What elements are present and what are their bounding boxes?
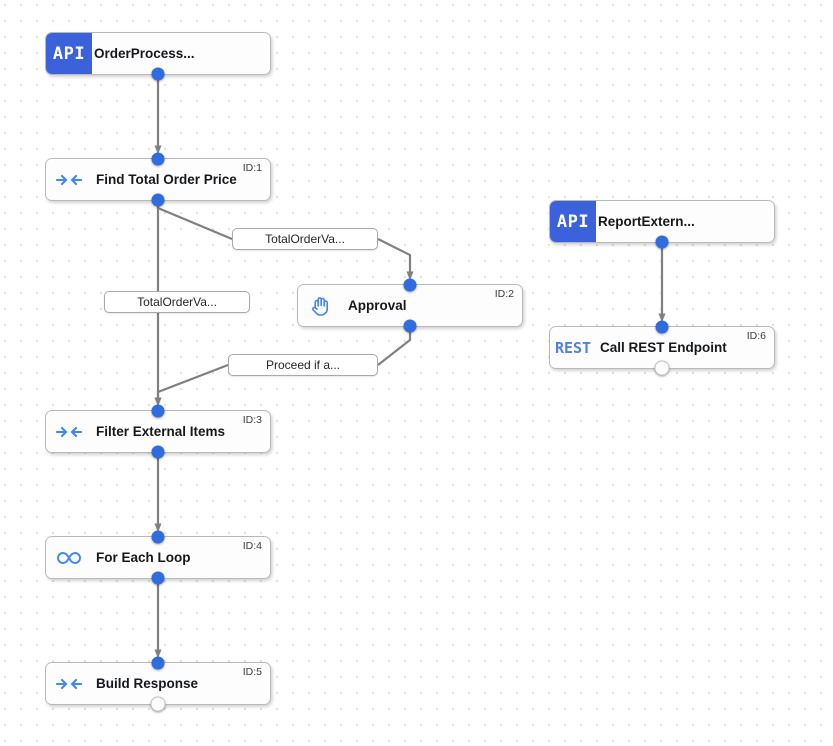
node-title: For Each Loop <box>96 550 191 565</box>
converging-arrows-icon <box>46 676 92 692</box>
edge-find-total-to-approval-seg1 <box>156 201 233 241</box>
node-title: Find Total Order Price <box>96 172 237 187</box>
input-port[interactable] <box>151 530 165 544</box>
edge-approval-to-filter-seg1 <box>377 327 412 366</box>
node-find-total-order-price[interactable]: Find Total Order Price ID:1 <box>45 152 271 207</box>
output-port[interactable] <box>654 360 670 376</box>
input-port[interactable] <box>151 656 165 670</box>
node-id-label: ID:6 <box>746 330 766 342</box>
api-badge-icon: API <box>550 201 596 242</box>
input-port[interactable] <box>151 404 165 418</box>
output-port[interactable] <box>403 319 417 333</box>
edge-approval-to-filter-seg2 <box>154 363 229 407</box>
node-filter-external-items[interactable]: Filter External Items ID:3 <box>45 404 271 459</box>
node-id-label: ID:1 <box>242 162 262 174</box>
infinity-icon <box>46 550 92 566</box>
node-build-response[interactable]: Build Response ID:5 <box>45 656 271 712</box>
node-id-label: ID:4 <box>242 540 262 552</box>
converging-arrows-icon <box>46 424 92 440</box>
edge-label-total-order-value-lower[interactable]: TotalOrderVa... <box>104 291 250 313</box>
node-id-label: ID:5 <box>242 666 262 678</box>
node-title: Call REST Endpoint <box>600 340 727 355</box>
converging-arrows-icon <box>46 172 92 188</box>
rest-word-icon: REST <box>550 339 596 357</box>
node-title: Approval <box>348 298 407 313</box>
node-title: Filter External Items <box>96 424 226 439</box>
node-approval[interactable]: Approval ID:2 <box>297 278 523 333</box>
output-port[interactable] <box>151 445 165 459</box>
output-port[interactable] <box>151 571 165 585</box>
output-port[interactable] <box>150 696 166 712</box>
input-port[interactable] <box>151 152 165 166</box>
node-order-process[interactable]: API OrderProcess... <box>45 32 271 81</box>
edge-label-total-order-value-upper[interactable]: TotalOrderVa... <box>232 228 378 250</box>
input-port[interactable] <box>655 320 669 334</box>
node-for-each-loop[interactable]: For Each Loop ID:4 <box>45 530 271 585</box>
input-port[interactable] <box>403 278 417 292</box>
node-call-rest-endpoint[interactable]: REST Call REST Endpoint ID:6 <box>549 320 775 376</box>
output-port[interactable] <box>151 67 165 81</box>
node-title: ReportExtern... <box>598 214 695 229</box>
hand-icon <box>298 295 344 317</box>
node-report-external[interactable]: API ReportExtern... <box>549 200 775 249</box>
node-id-label: ID:2 <box>494 288 514 300</box>
node-id-label: ID:3 <box>242 414 262 426</box>
node-title: OrderProcess... <box>94 46 195 61</box>
rest-label: REST <box>554 338 592 357</box>
output-port[interactable] <box>655 235 669 249</box>
edge-label-proceed-if-approved[interactable]: Proceed if a... <box>228 354 378 376</box>
edge-find-total-to-approval-seg2 <box>377 238 414 281</box>
node-title: Build Response <box>96 676 199 691</box>
output-port[interactable] <box>151 193 165 207</box>
api-badge-icon: API <box>46 33 92 74</box>
